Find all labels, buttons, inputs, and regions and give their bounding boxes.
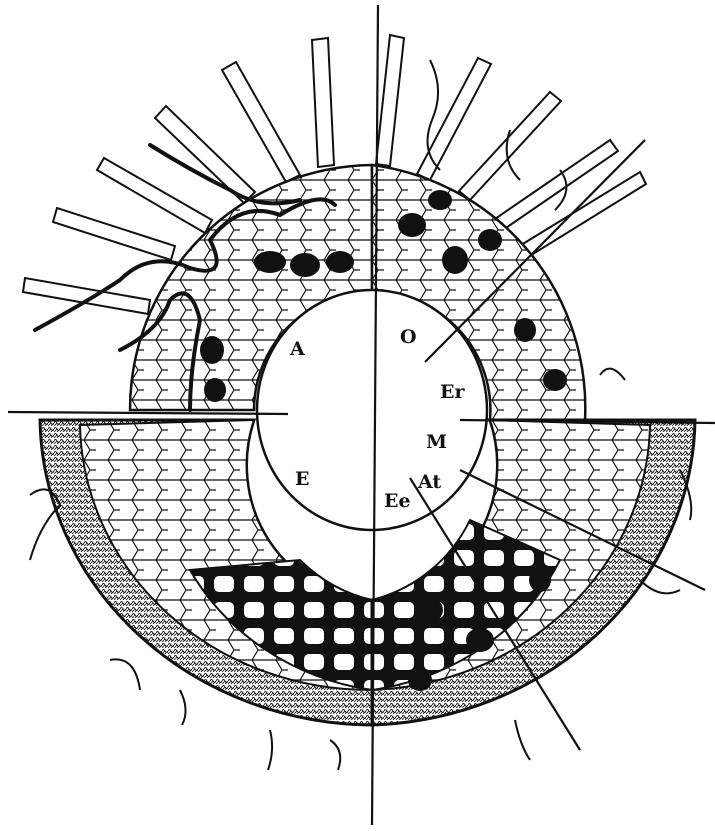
label-e: E xyxy=(295,468,309,490)
label-er: Er xyxy=(440,381,465,403)
central-lumen xyxy=(257,290,487,530)
label-ee: Ee xyxy=(384,490,411,512)
label-a: A xyxy=(289,338,305,360)
label-o: O xyxy=(400,326,417,348)
label-at: At xyxy=(417,471,441,493)
label-m: M xyxy=(426,431,447,453)
